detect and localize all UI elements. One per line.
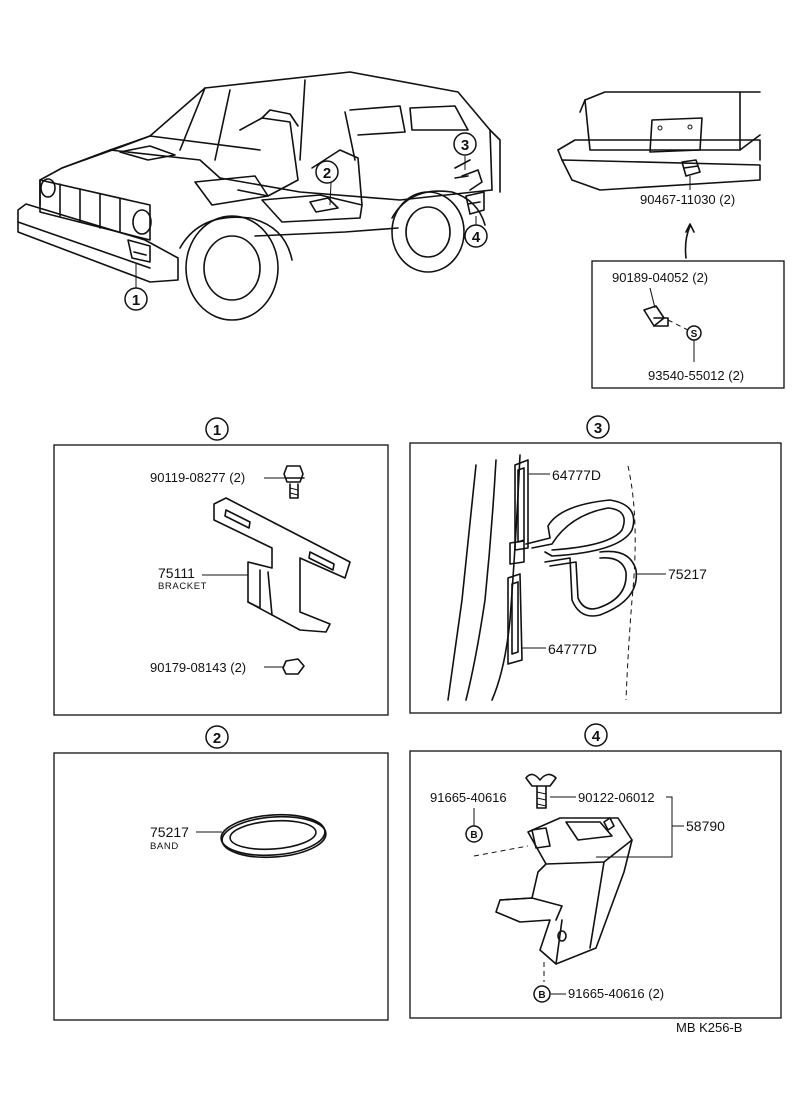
callout-3-vehicle: 3 <box>453 132 477 156</box>
nut-drawing <box>264 658 305 675</box>
label-band-number: 75217 <box>150 824 189 840</box>
svg-text:4: 4 <box>592 728 601 745</box>
svg-text:1: 1 <box>213 422 221 439</box>
wing-bolt-drawing <box>525 773 557 809</box>
callout-1-vehicle: 1 <box>124 287 148 311</box>
panel-2 <box>53 752 389 1021</box>
band-drawing <box>220 813 327 859</box>
detail-bolt-drawing <box>643 287 689 331</box>
label-detail-nut: 93540-55012 (2) <box>648 368 744 383</box>
label-clip-left: 91665-40616 <box>430 790 507 805</box>
label-wing-bolt: 90122-06012 <box>578 790 655 805</box>
detail-box-hitch-fasteners <box>591 260 785 389</box>
svg-text:B: B <box>470 830 477 841</box>
label-band-name: BAND <box>150 841 179 852</box>
holder-drawing <box>495 817 633 982</box>
strap-mount-drawing <box>447 454 638 701</box>
svg-text:2: 2 <box>323 165 331 182</box>
label-bracket-nut: 90179-08143 (2) <box>150 660 246 675</box>
label-clip-bottom: 91665-40616 (2) <box>568 986 664 1001</box>
bolt-drawing <box>264 465 305 499</box>
label-strap: 75217 <box>668 566 707 582</box>
svg-text:4: 4 <box>472 229 481 246</box>
panel-1 <box>53 444 389 716</box>
assembly-bracket-leader <box>596 796 684 858</box>
label-hitch-bolt-part: 90467-11030 (2) <box>640 192 735 207</box>
panel-3-header: 3 <box>586 415 610 439</box>
svg-text:2: 2 <box>213 730 221 747</box>
vehicle-illustration <box>17 71 501 321</box>
label-detail-bolt: 90189-04052 (2) <box>612 270 708 285</box>
clip-mark-b-left: B <box>465 808 529 857</box>
bracket-drawing <box>213 497 351 633</box>
callout-2-vehicle: 2 <box>315 160 339 184</box>
svg-text:B: B <box>538 990 545 1001</box>
svg-text:S: S <box>691 329 698 340</box>
label-bracket-bolt: 90119-08277 (2) <box>150 470 245 485</box>
label-upper-clip: 64777D <box>552 467 601 483</box>
svg-text:3: 3 <box>594 420 602 437</box>
svg-text:1: 1 <box>132 292 140 309</box>
label-bracket-name: BRACKET <box>158 581 207 592</box>
rear-bumper-illustration <box>557 91 761 259</box>
callout-4-vehicle: 4 <box>464 224 488 248</box>
clip-mark-b-bottom: B <box>533 985 566 1003</box>
panel-4-header: 4 <box>584 723 608 747</box>
panel-4 <box>409 750 782 1019</box>
panel-1-header: 1 <box>205 417 229 441</box>
panel-3 <box>409 442 782 714</box>
label-lower-clip: 64777D <box>548 641 597 657</box>
panel-2-header: 2 <box>205 725 229 749</box>
label-assembly: 58790 <box>686 818 725 834</box>
diagram-code: MB K256-B <box>676 1020 742 1035</box>
nut-mark-s: S <box>686 325 702 362</box>
svg-text:3: 3 <box>461 137 469 154</box>
label-bracket-number: 75111 <box>158 565 195 581</box>
